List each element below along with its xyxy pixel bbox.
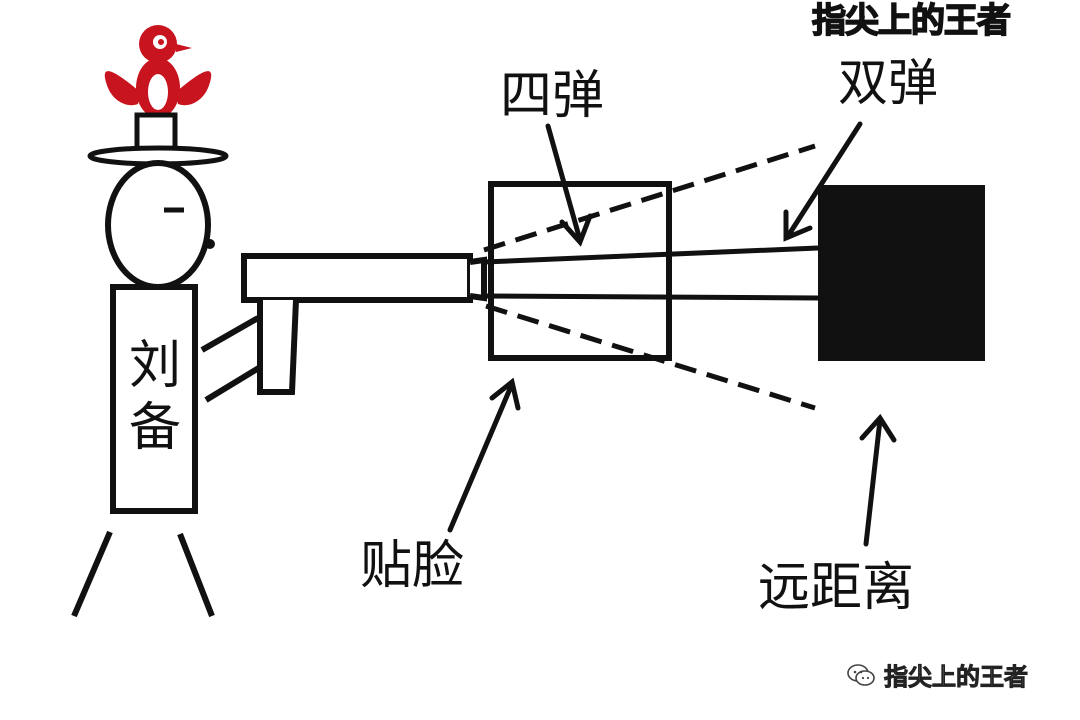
far-target-block [818, 185, 985, 361]
character-name: 刘 备 [122, 335, 188, 459]
character-name-line2: 备 [122, 397, 188, 459]
wechat-icon [846, 662, 876, 688]
label-two-pellets: 双弹 [838, 58, 938, 108]
wechat-watermark: 指尖上的王者 [846, 657, 1028, 692]
watermark-title: 指尖上的王者 [812, 4, 1010, 38]
arrow-long-range [862, 418, 894, 544]
label-long-range: 远距离 [758, 562, 914, 614]
label-point-blank: 贴脸 [360, 540, 464, 592]
shotgun [244, 256, 484, 392]
character-name-line1: 刘 [122, 335, 188, 397]
upper-pellet-line [484, 248, 818, 262]
label-four-pellets: 四弹 [500, 70, 604, 122]
upper-arm [202, 318, 258, 350]
hat [90, 115, 226, 164]
upper-spread-line [484, 146, 815, 250]
lower-pellet-line [484, 296, 818, 298]
near-target-box [491, 184, 669, 358]
bird-icon [105, 25, 211, 118]
character-head [108, 163, 215, 287]
arrow-point-blank [450, 382, 518, 530]
lower-arm [206, 366, 262, 400]
left-leg [74, 532, 110, 616]
wechat-watermark-text: 指尖上的王者 [884, 657, 1028, 692]
right-leg [180, 534, 212, 616]
